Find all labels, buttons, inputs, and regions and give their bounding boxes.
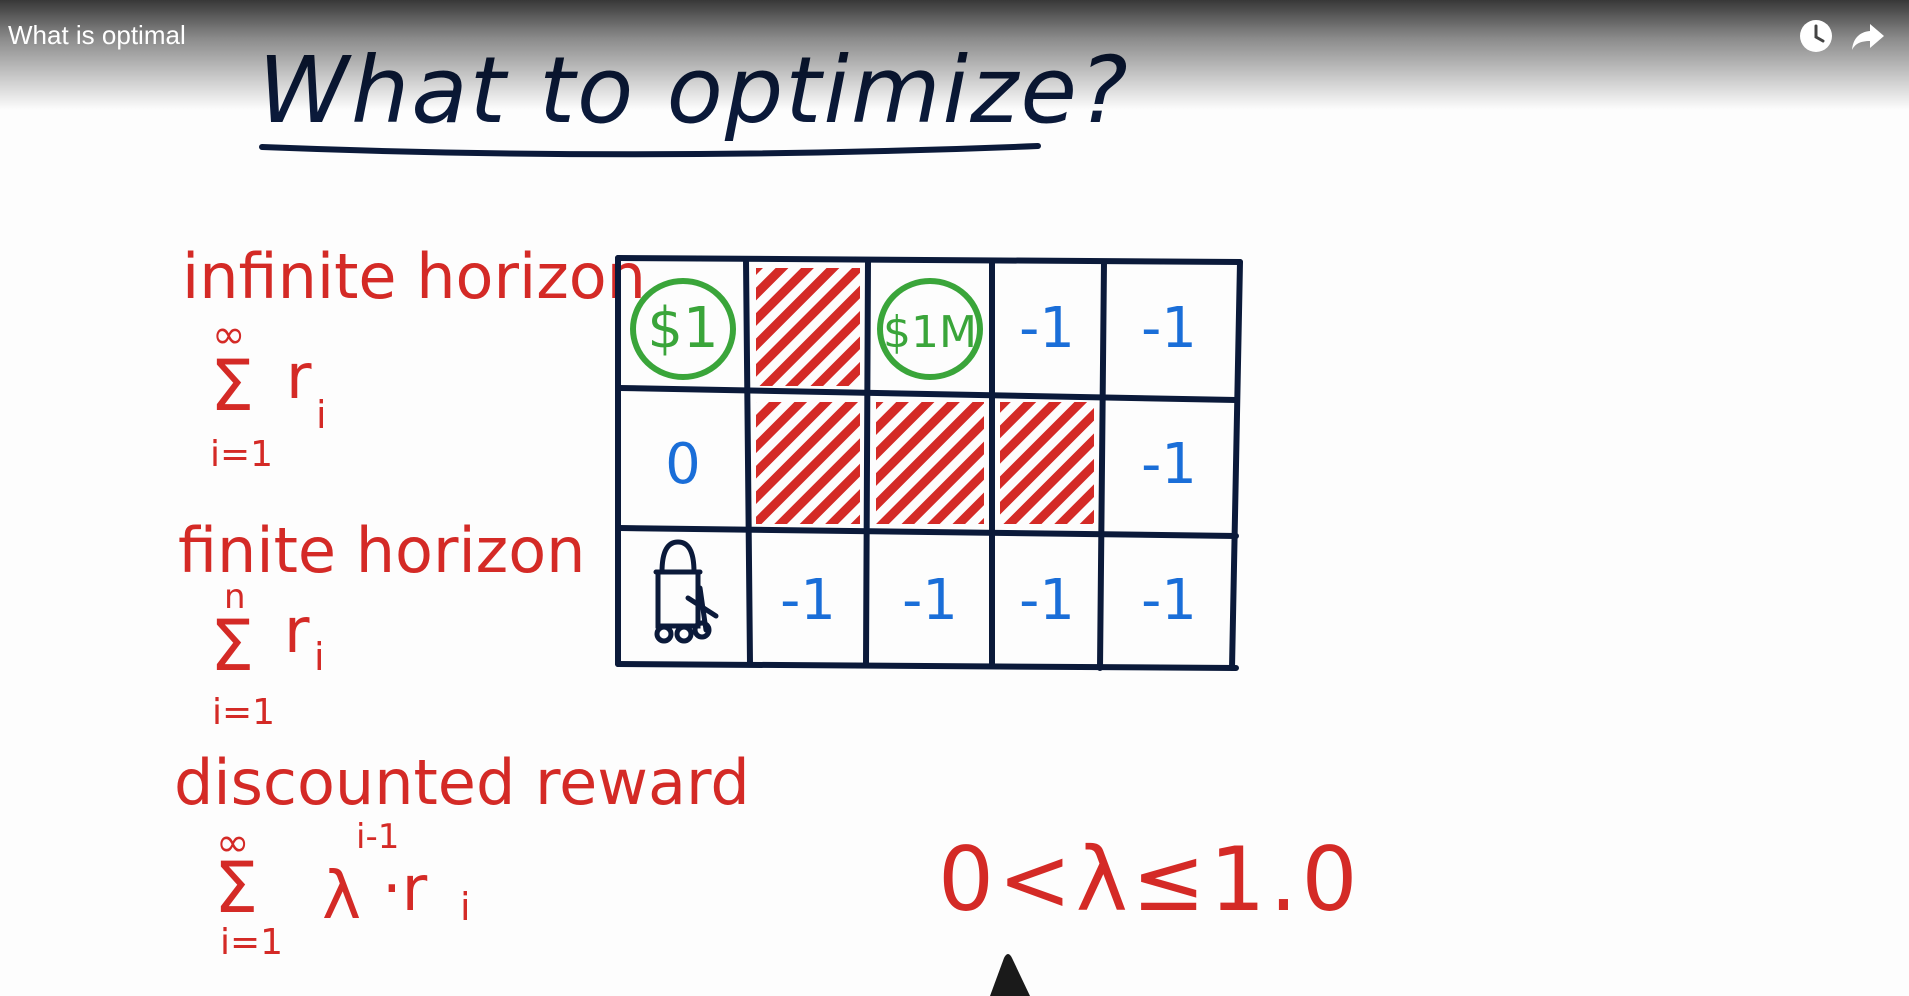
grid-cell-robot <box>653 539 719 644</box>
cell-value-label: -1 <box>1141 432 1197 497</box>
wall-hatch <box>1000 402 1094 524</box>
wall-hatch <box>756 402 860 524</box>
cell-value-label: 0 <box>665 432 701 497</box>
wall-hatch <box>876 402 984 524</box>
discounted-sum-top: ∞ <box>216 820 249 866</box>
grid-cell-wall <box>876 402 984 524</box>
infinite-sum-top: ∞ <box>212 312 245 358</box>
finite-sum-bottom: i=1 <box>212 692 275 733</box>
heading-underline <box>259 143 1041 158</box>
cell-value-label: -1 <box>1141 296 1197 361</box>
grid-cell-value: -1 <box>780 568 836 633</box>
grid-cell-reward: $1M <box>877 278 983 380</box>
discounted-sum-bottom: i=1 <box>220 922 283 963</box>
video-title[interactable]: What is optimal <box>8 20 186 50</box>
infinite-horizon-label: infinite horizon <box>182 240 646 313</box>
grid-cell-value: -1 <box>902 568 958 633</box>
grid-world: $1 $1M -1 -1 0 -1 -1 -1 -1 -1 <box>630 268 1197 644</box>
cell-value-label: -1 <box>1019 296 1075 361</box>
grid-cell-wall <box>756 402 860 524</box>
clock-icon <box>1800 20 1832 52</box>
video-top-bar <box>0 0 1909 110</box>
infinite-sum-sub: i <box>316 393 327 437</box>
discounted-sub: i <box>460 885 471 929</box>
grid-cell-value: -1 <box>1019 568 1075 633</box>
finite-sum-top: n <box>224 577 246 617</box>
share-arrow-icon <box>1852 24 1884 50</box>
discounted-tail: ·r <box>382 852 428 925</box>
reward-circle <box>877 278 983 380</box>
finite-horizon-label: finite horizon <box>178 514 585 587</box>
cell-value-label: -1 <box>902 568 958 633</box>
cell-value-label: -1 <box>1141 568 1197 633</box>
reward-label: $1M <box>883 307 977 358</box>
wall-hatch <box>756 268 860 386</box>
discounted-lambda: λ <box>322 857 361 934</box>
share-button[interactable] <box>1848 16 1888 56</box>
grid-cell-wall <box>756 268 860 386</box>
grid-cell-value: -1 <box>1019 296 1075 361</box>
reward-circle <box>630 278 736 380</box>
pen-tip <box>990 954 1030 996</box>
finite-sum-sub: i <box>314 635 325 679</box>
discounted-sigma: Σ <box>214 847 258 929</box>
finite-sum-term: r <box>284 594 310 667</box>
watch-later-button[interactable] <box>1796 16 1836 56</box>
reward-label: $1 <box>647 296 718 361</box>
grid-cell-wall <box>1000 402 1094 524</box>
infinite-sum-bottom: i=1 <box>210 434 273 475</box>
grid-cell-reward: $1 <box>630 278 736 380</box>
discounted-reward-label: discounted reward <box>174 746 750 819</box>
robot-icon <box>653 539 719 644</box>
grid-cell-value: -1 <box>1141 432 1197 497</box>
grid-cell-value: 0 <box>665 432 701 497</box>
grid-lines <box>615 255 1243 671</box>
infinite-sigma: Σ <box>210 345 254 427</box>
discounted-exponent: i-1 <box>356 817 399 857</box>
gamma-constraint: 0<λ≤1.0 <box>938 828 1361 931</box>
grid-cell-value: -1 <box>1141 568 1197 633</box>
cell-value-label: -1 <box>1019 568 1075 633</box>
grid-cell-value: -1 <box>1141 296 1197 361</box>
cell-value-label: -1 <box>780 568 836 633</box>
infinite-sum-term: r <box>286 340 312 413</box>
finite-sigma: Σ <box>210 605 254 687</box>
